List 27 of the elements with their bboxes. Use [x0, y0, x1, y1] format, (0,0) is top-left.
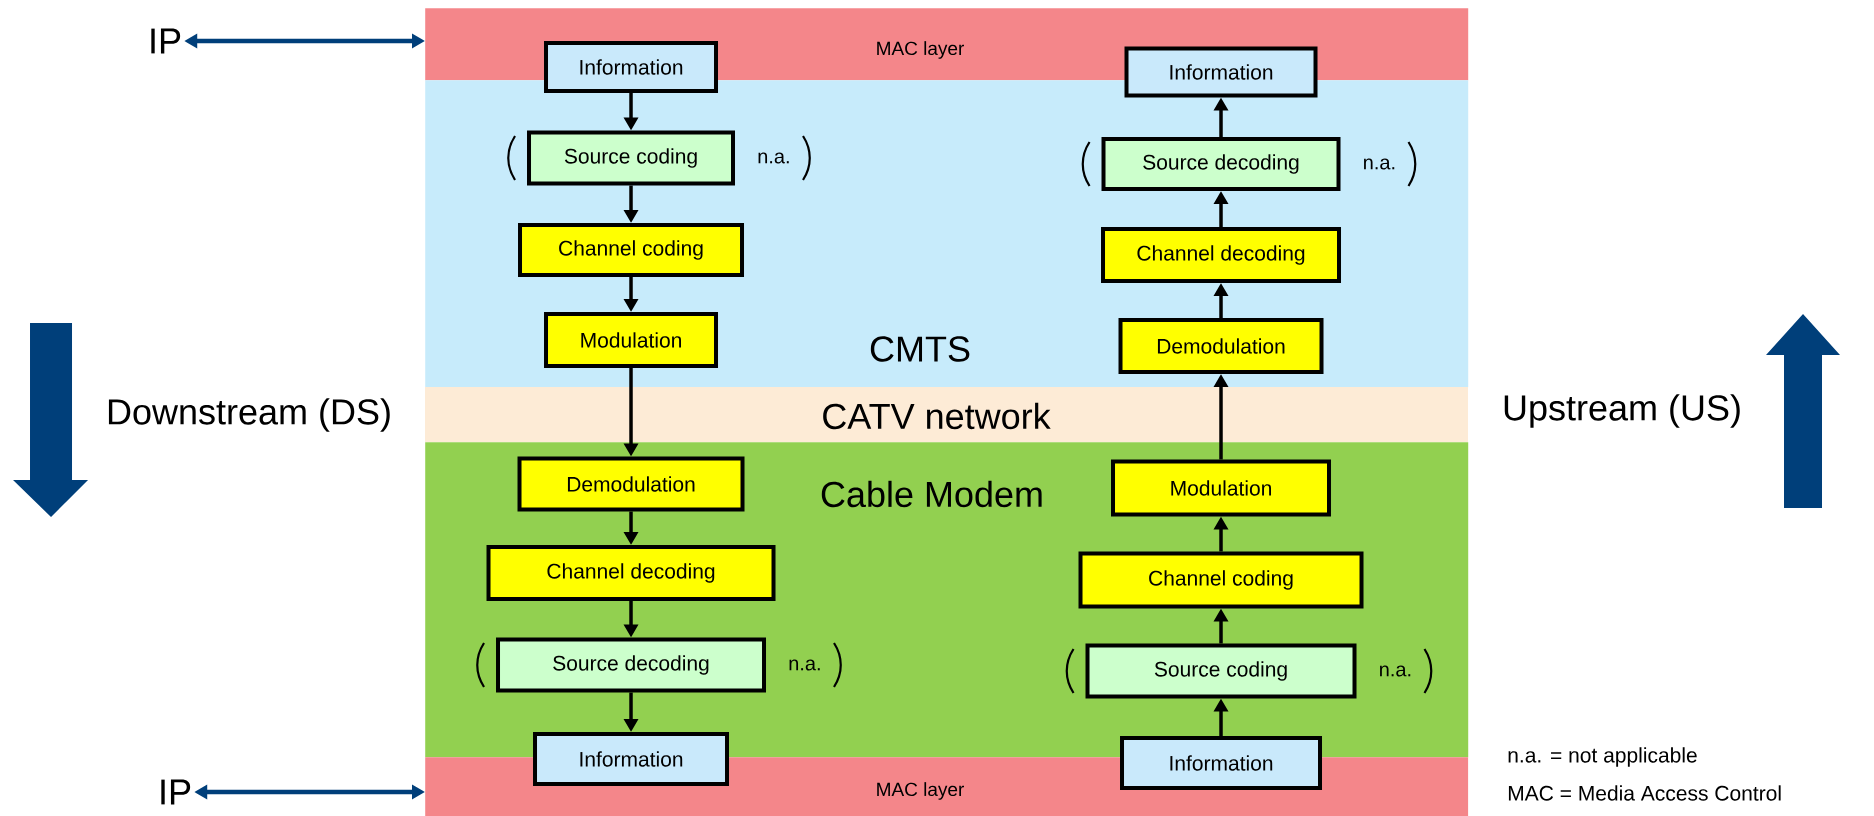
process-box: Channel coding	[1078, 551, 1364, 609]
process-box: Modulation	[544, 312, 718, 368]
note-text: n.a.	[1380, 665, 1411, 677]
note-text: n.a.	[758, 152, 789, 164]
process-box: Source decoding	[1101, 137, 1341, 191]
caption-text: Downstream (DS)	[108, 398, 390, 432]
process-box: Demodulation	[517, 456, 745, 512]
caption-text: Upstream (US)	[1504, 394, 1740, 428]
process-box: Demodulation	[1118, 318, 1324, 374]
process-box: Source coding	[1085, 643, 1357, 699]
network-label: CATV network	[820, 401, 1052, 431]
process-box: Information	[544, 41, 718, 93]
note-text: n.a.	[789, 659, 820, 671]
process-box: Modulation	[1111, 459, 1331, 517]
protocol-label: IP	[161, 779, 191, 805]
process-box: Channel decoding	[1101, 227, 1341, 283]
note-text: n.a.	[1364, 158, 1395, 170]
process-box: Source coding	[527, 130, 735, 186]
process-box: Channel decoding	[486, 545, 776, 601]
caption-text: n.a. = not applicable	[1508, 747, 1697, 767]
caption-text: MAC = Media Access Control	[1508, 785, 1781, 801]
process-box: Information	[1120, 736, 1322, 790]
protocol-label: IP	[151, 28, 181, 54]
process-box: Source decoding	[496, 637, 766, 693]
process-box: Channel coding	[518, 223, 744, 277]
process-box: Information	[1124, 46, 1318, 98]
process-box: Information	[533, 732, 729, 786]
